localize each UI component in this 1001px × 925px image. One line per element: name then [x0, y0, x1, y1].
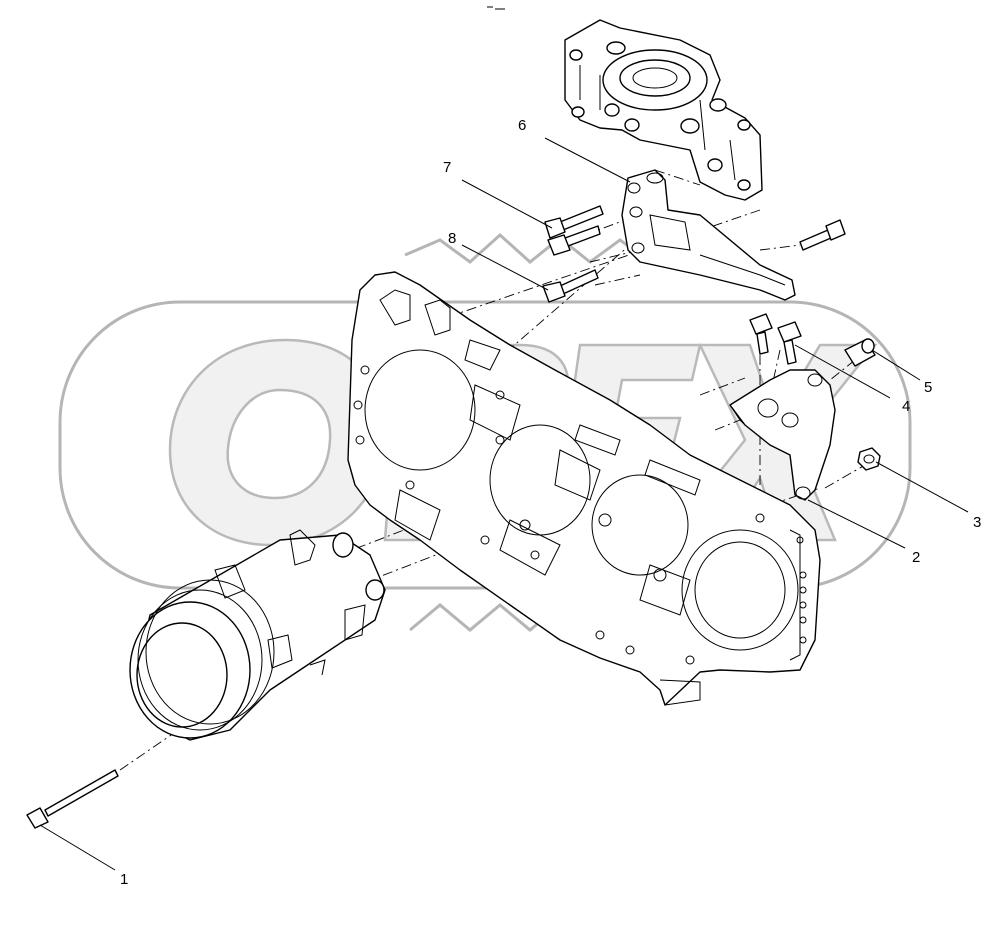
bracket-part-2 [729, 369, 836, 501]
bolt-part-4-left [749, 313, 773, 355]
bolt-part-8 [542, 269, 599, 303]
leader-lines [39, 137, 969, 871]
callout-labels: 1 2 3 4 5 6 7 8 [120, 117, 981, 888]
callout-1: 1 [120, 871, 128, 888]
bolt-right-upper [799, 219, 846, 251]
bracket-part-6 [621, 169, 796, 301]
callout-6: 6 [518, 117, 526, 134]
top-mark [487, 6, 505, 10]
bolt-part-1 [26, 769, 119, 829]
nut-part-3 [857, 447, 881, 471]
callout-5: 5 [924, 379, 932, 396]
bolt-part-7 [544, 205, 604, 256]
callout-8: 8 [448, 230, 456, 247]
callout-4: 4 [902, 398, 910, 415]
callout-3: 3 [973, 514, 981, 531]
bolt-part-4 [777, 321, 802, 365]
timing-cover-housing [347, 271, 821, 706]
ac-compressor [129, 529, 386, 741]
top-pump-housing [564, 19, 763, 201]
callout-2: 2 [912, 549, 920, 566]
callout-7: 7 [443, 159, 451, 176]
sleeve-part-5 [844, 338, 876, 367]
